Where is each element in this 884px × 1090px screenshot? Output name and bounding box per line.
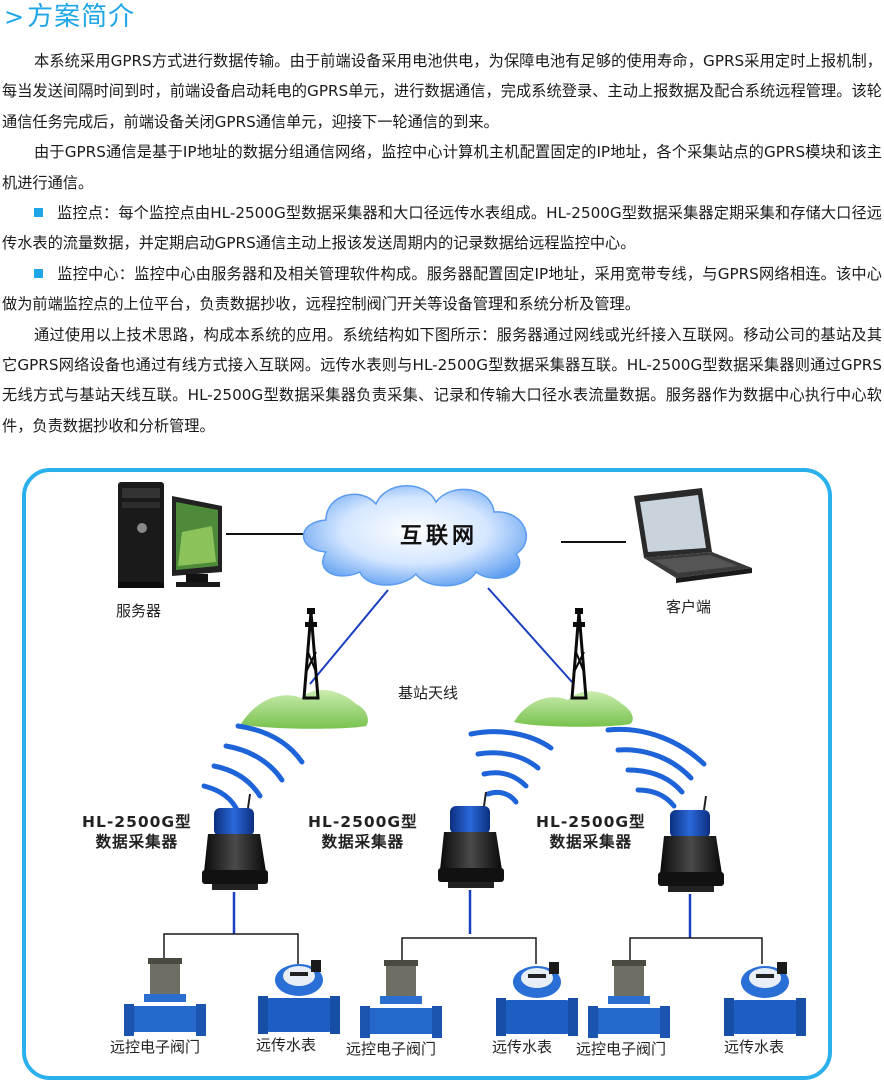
chevron-icon: >: [4, 3, 26, 31]
section-heading: >方案简介: [4, 0, 135, 34]
device-wires: [163, 933, 763, 964]
collector-label-1: HL-2500G型 数据采集器: [82, 812, 192, 852]
collector-name: 数据采集器: [549, 833, 633, 851]
square-bullet-icon: [34, 208, 43, 218]
server-label: 服务器: [116, 602, 162, 620]
water-meter-icon-2: [496, 962, 578, 1036]
data-collector-icon-3: [658, 795, 724, 892]
antenna-label: 基站天线: [398, 684, 459, 702]
diagram-graphics: [118, 482, 806, 1038]
collector-name: 数据采集器: [95, 833, 179, 851]
data-collector-icon-2: [438, 791, 504, 888]
cloud-antenna-link-left: [309, 589, 389, 685]
paragraph-closing: 通过使用以上技术思路，构成本系统的应用。系统结构如下图所示：服务器通过网线或光纤…: [2, 325, 882, 435]
meter-label-3: 远传水表: [724, 1038, 785, 1056]
radio-wave-icon-center: [468, 729, 554, 805]
bullet-monitor-center: 监控中心：监控中心由服务器和及相关管理软件构成。服务器配置固定IP地址，采用宽带…: [2, 259, 882, 320]
collector-label-2: HL-2500G型 数据采集器: [308, 812, 418, 852]
client-laptop-icon: [634, 488, 752, 583]
electric-valve-icon-1: [124, 958, 206, 1036]
collector-wires: [232, 890, 692, 938]
meter-label-1: 远传水表: [256, 1036, 317, 1054]
square-bullet-icon: [34, 268, 43, 278]
valve-label-1: 远控电子阀门: [110, 1038, 201, 1056]
base-station-tower-icon-left: [241, 608, 368, 729]
client-label: 客户端: [666, 598, 712, 616]
collector-model: HL-2500G型: [536, 813, 646, 831]
radio-wave-icon-left: [201, 723, 305, 815]
water-meter-icon-3: [724, 962, 806, 1036]
valve-label-2: 远控电子阀门: [346, 1040, 437, 1058]
electric-valve-icon-2: [360, 960, 442, 1038]
server-computer-icon: [118, 482, 222, 588]
bullet-text: 监控点：每个监控点由HL-2500G型数据采集器和大口径远传水表组成。HL-25…: [2, 204, 882, 253]
data-collector-icon-1: [202, 793, 268, 890]
internet-cloud-icon: [302, 485, 527, 587]
paragraph-1: 本系统采用GPRS方式进行数据传输。由于前端设备采用电池供电，为保障电池有足够的…: [2, 52, 882, 131]
collector-name: 数据采集器: [321, 833, 405, 851]
water-meter-icon-1: [258, 960, 340, 1034]
intro-text: 本系统采用GPRS方式进行数据传输。由于前端设备采用电池供电，为保障电池有足够的…: [2, 46, 882, 441]
cloud-label: 互联网: [400, 523, 479, 549]
radio-wave-icon-right: [605, 726, 707, 809]
section-title: 方案简介: [27, 2, 136, 32]
bullet-text: 监控中心：监控中心由服务器和及相关管理软件构成。服务器配置固定IP地址，采用宽带…: [2, 264, 882, 314]
collector-model: HL-2500G型: [308, 813, 418, 831]
collector-label-3: HL-2500G型 数据采集器: [536, 812, 646, 852]
cloud-antenna-link-right: [487, 587, 573, 683]
bullet-monitor-point: 监控点：每个监控点由HL-2500G型数据采集器和大口径远传水表组成。HL-25…: [2, 198, 882, 259]
base-station-tower-icon-right: [514, 608, 633, 727]
system-diagram: 互联网 服务器 客户端 基站天线 HL-2500G型 数据采集器 HL-2500…: [22, 468, 832, 1080]
collector-model: HL-2500G型: [82, 813, 192, 831]
meter-label-2: 远传水表: [492, 1038, 553, 1056]
electric-valve-icon-3: [588, 960, 670, 1038]
valve-label-3: 远控电子阀门: [576, 1040, 667, 1058]
paragraph-2: 由于GPRS通信是基于IP地址的数据分组通信网络，监控中心计算机主机配置固定的I…: [2, 143, 882, 192]
